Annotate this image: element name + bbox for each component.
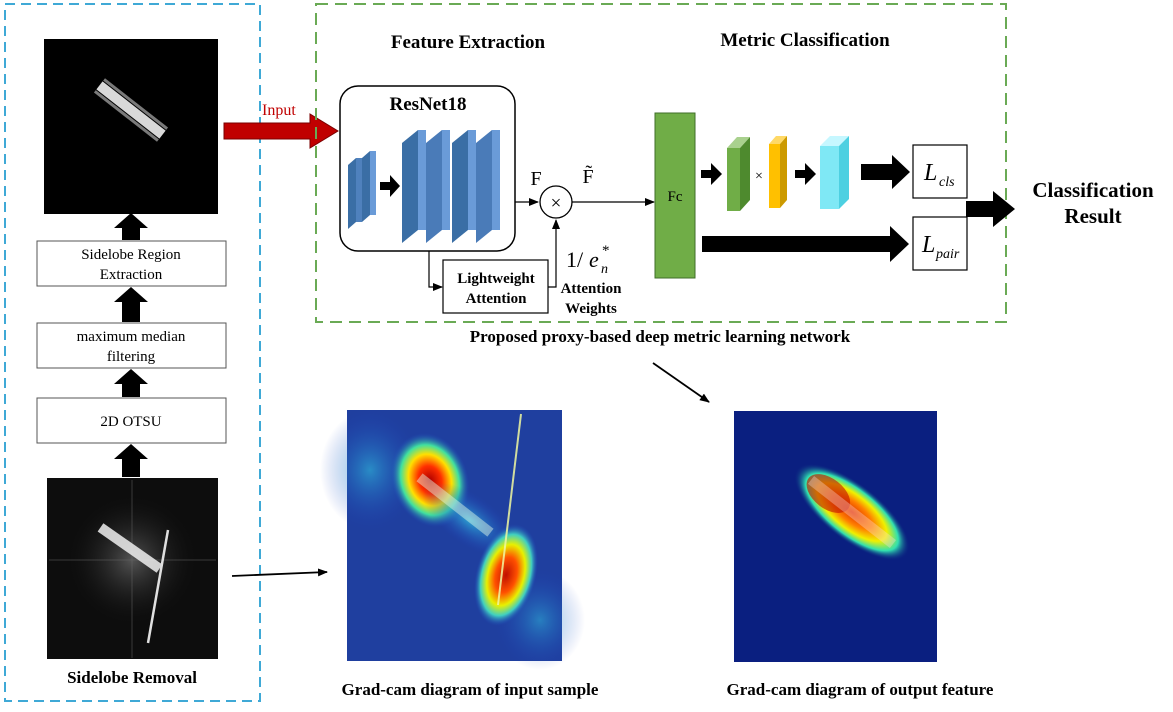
block-arrow bbox=[861, 155, 910, 189]
classification-result-label: Result bbox=[1064, 204, 1121, 228]
orange-feature-block bbox=[769, 136, 787, 208]
gradcam-input-image bbox=[320, 410, 585, 670]
resnet-large-layers bbox=[402, 130, 500, 243]
feature-F-tilde-label: F̃ bbox=[582, 164, 593, 188]
weight-symbol-num: 1/ bbox=[566, 247, 584, 272]
step-label: Extraction bbox=[100, 267, 163, 283]
weight-symbol-e: e bbox=[589, 247, 599, 272]
attention-weights-label: Weights bbox=[565, 301, 617, 317]
resnet-small-layers bbox=[348, 151, 376, 229]
feature-extraction-title: Feature Extraction bbox=[391, 32, 546, 53]
step-arrow bbox=[114, 213, 148, 240]
weight-symbol-sup: * bbox=[602, 243, 610, 259]
network-caption: Proposed proxy-based deep metric learnin… bbox=[470, 327, 851, 346]
step-label: filtering bbox=[107, 349, 156, 365]
raw-sar-image bbox=[47, 478, 218, 659]
gradcam-output-image bbox=[734, 411, 937, 662]
layer-arrow bbox=[380, 175, 400, 197]
connector-line bbox=[428, 251, 443, 291]
resnet18-label: ResNet18 bbox=[389, 94, 466, 115]
processed-sar-image bbox=[44, 39, 218, 214]
network-panel bbox=[315, 3, 1007, 323]
multiply-symbol: × bbox=[551, 193, 562, 214]
connector-line bbox=[548, 219, 560, 288]
sidelobe-removal-caption: Sidelobe Removal bbox=[67, 668, 197, 687]
weight-symbol-sub: n bbox=[601, 262, 608, 277]
block-arrow bbox=[701, 163, 722, 185]
connector-arrow bbox=[231, 568, 328, 577]
step-label: maximum median bbox=[77, 329, 186, 345]
green-feature-block bbox=[727, 137, 750, 211]
step-label: 2D OTSU bbox=[100, 414, 161, 430]
block-arrow bbox=[795, 163, 816, 185]
result-arrow bbox=[966, 191, 1015, 227]
2d-otsu-box bbox=[36, 397, 227, 444]
attention-weights-label: Attention bbox=[561, 281, 622, 297]
fc-layer bbox=[654, 112, 696, 279]
loss-pair-main: L bbox=[921, 232, 935, 258]
classification-result-label: Classification bbox=[1032, 178, 1154, 202]
block-arrow bbox=[702, 226, 909, 262]
connector-arrow bbox=[652, 362, 710, 403]
gradcam-output-caption: Grad-cam diagram of output feature bbox=[727, 680, 994, 699]
sidelobe-removal-panel bbox=[4, 3, 261, 702]
step-arrow bbox=[114, 444, 148, 477]
fc-label: Fc bbox=[668, 189, 683, 205]
loss-cls-box bbox=[912, 144, 968, 199]
maximum-median-filtering-box bbox=[36, 322, 227, 369]
cyan-feature-block bbox=[820, 136, 849, 209]
step-arrow bbox=[114, 369, 148, 397]
input-arrow bbox=[223, 113, 339, 149]
loss-pair-sub: pair bbox=[935, 247, 960, 262]
step-arrow bbox=[114, 287, 148, 322]
feature-F-label: F bbox=[530, 168, 541, 190]
gradcam-input-caption: Grad-cam diagram of input sample bbox=[342, 680, 599, 699]
sidelobe-region-extraction-box bbox=[36, 240, 227, 287]
attention-weight-symbol: 1/ e * n bbox=[566, 243, 610, 277]
loss-cls-sub: cls bbox=[939, 175, 955, 190]
loss-pair-box bbox=[912, 216, 968, 271]
small-multiply-symbol: × bbox=[755, 169, 763, 184]
attention-label: Lightweight bbox=[457, 271, 535, 287]
metric-classification-title: Metric Classification bbox=[720, 30, 890, 51]
loss-cls-main: L bbox=[923, 160, 937, 186]
input-label: Input bbox=[262, 102, 296, 119]
step-label: Sidelobe Region bbox=[81, 247, 181, 263]
attention-label: Attention bbox=[466, 291, 527, 307]
